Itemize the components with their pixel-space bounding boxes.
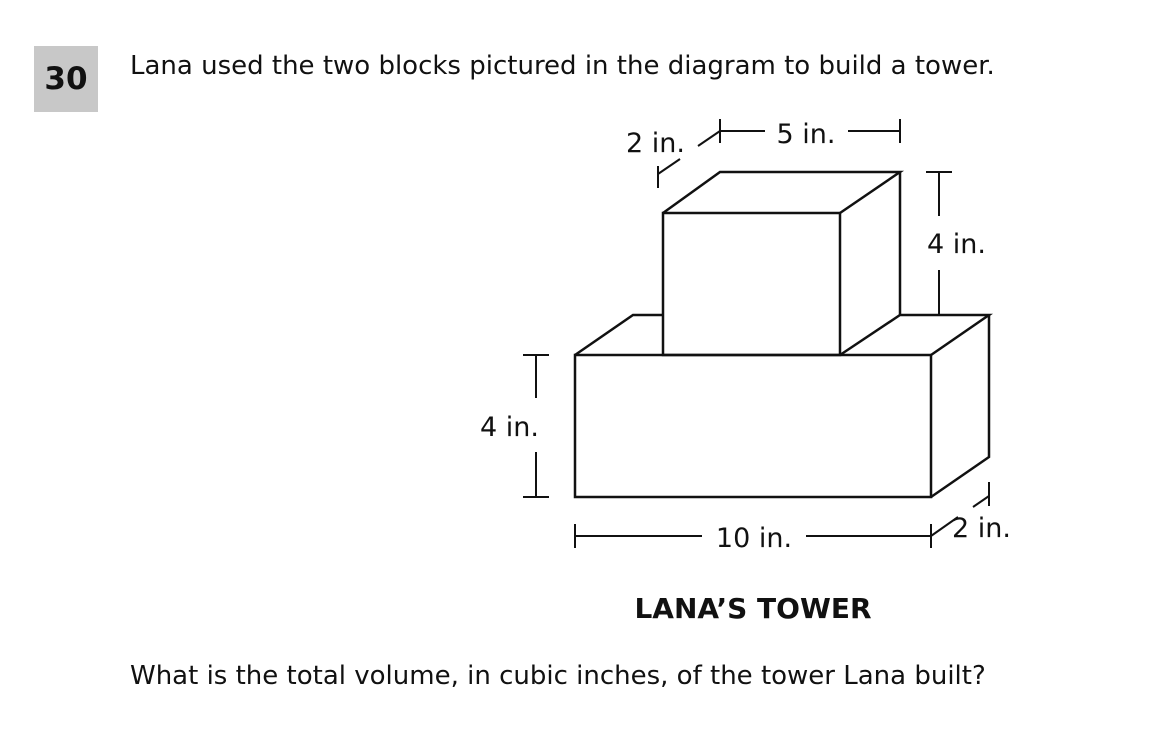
- top-block-top: [662, 170, 905, 215]
- question-number: 30: [34, 46, 98, 112]
- question-prompt: Lana used the two blocks pictured in the…: [130, 51, 995, 81]
- bottom-block-top-left: [574, 313, 663, 357]
- bottom-depth-label: 2 in.: [952, 513, 1011, 544]
- bottom-width-label: 10 in.: [716, 523, 792, 554]
- bottom-depth-dim-line: [930, 516, 959, 537]
- bottom-block-top-right: [839, 313, 994, 357]
- top-depth-label: 2 in.: [626, 128, 685, 159]
- bottom-block-front: [573, 353, 933, 499]
- top-block-front: [661, 211, 842, 357]
- top-height-label: 4 in.: [927, 229, 986, 260]
- diagram-caption: LANA’S TOWER: [634, 592, 871, 625]
- top-depth-dim-line-lower: [657, 158, 681, 175]
- bottom-depth-dim-line-upper: [972, 495, 990, 508]
- bottom-block-side: [930, 315, 991, 499]
- question-ask: What is the total volume, in cubic inche…: [130, 661, 986, 691]
- bottom-height-label: 4 in.: [480, 412, 539, 443]
- top-depth-dim-line: [697, 130, 721, 147]
- top-width-label: 5 in.: [777, 119, 836, 150]
